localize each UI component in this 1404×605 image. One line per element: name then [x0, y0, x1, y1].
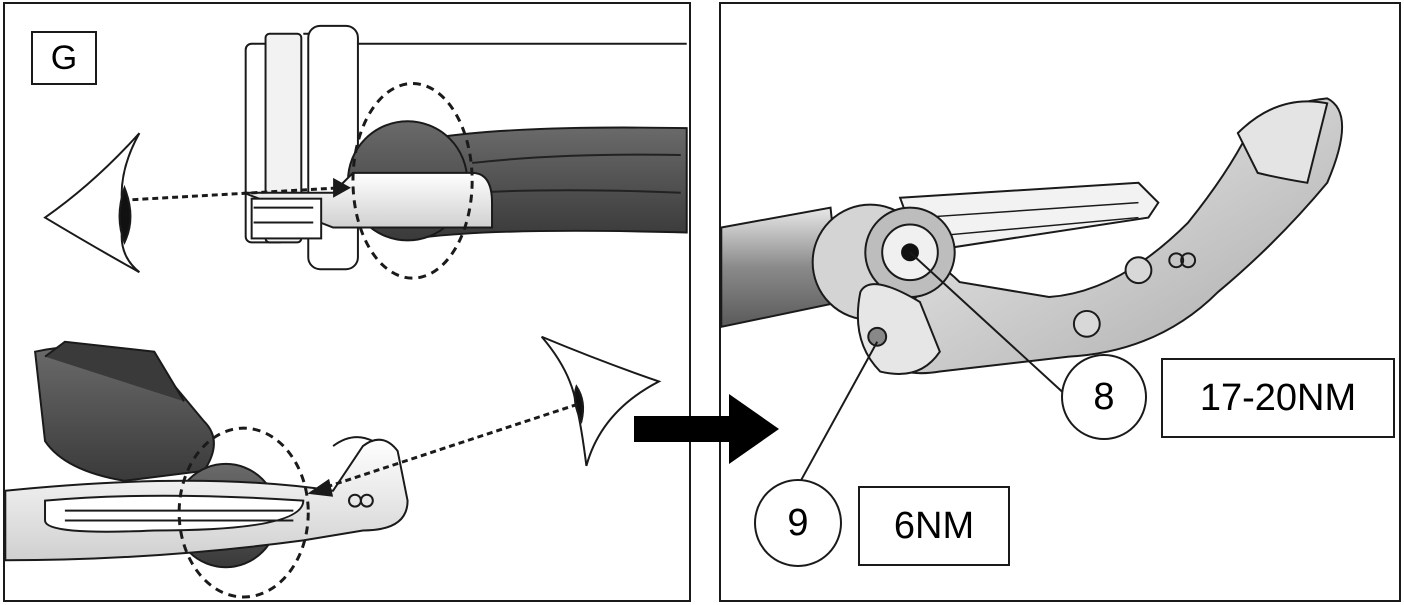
highlight-circle-bottom — [177, 426, 310, 599]
sight-arrowhead-top — [333, 177, 351, 198]
eye-icon — [540, 335, 662, 467]
right-illustration — [721, 97, 1343, 482]
adjuster-screw — [867, 326, 888, 347]
right-arrow-icon — [634, 394, 779, 464]
lever-guard — [869, 97, 1343, 375]
callout-8: 8 — [1061, 354, 1147, 440]
eye-icon — [43, 132, 141, 274]
torque-label-8: 17-20NM — [1161, 358, 1395, 438]
torque-label-9: 6NM — [858, 486, 1010, 566]
highlight-circle-top — [351, 81, 474, 280]
left-panel: G — [3, 2, 691, 602]
bottom-guard — [5, 340, 409, 569]
top-lever — [243, 120, 688, 242]
callout-9: 9 — [754, 479, 842, 567]
brand-logo-icon — [1168, 252, 1197, 269]
left-illustration — [5, 24, 688, 599]
leader-line-8 — [909, 251, 1065, 395]
step-label: G — [31, 31, 97, 85]
sight-arrowhead-bottom — [307, 478, 334, 497]
leader-line-9 — [799, 341, 879, 482]
sight-line-top — [132, 186, 342, 202]
brand-logo-icon — [347, 493, 374, 508]
sight-line-bottom — [320, 402, 578, 491]
